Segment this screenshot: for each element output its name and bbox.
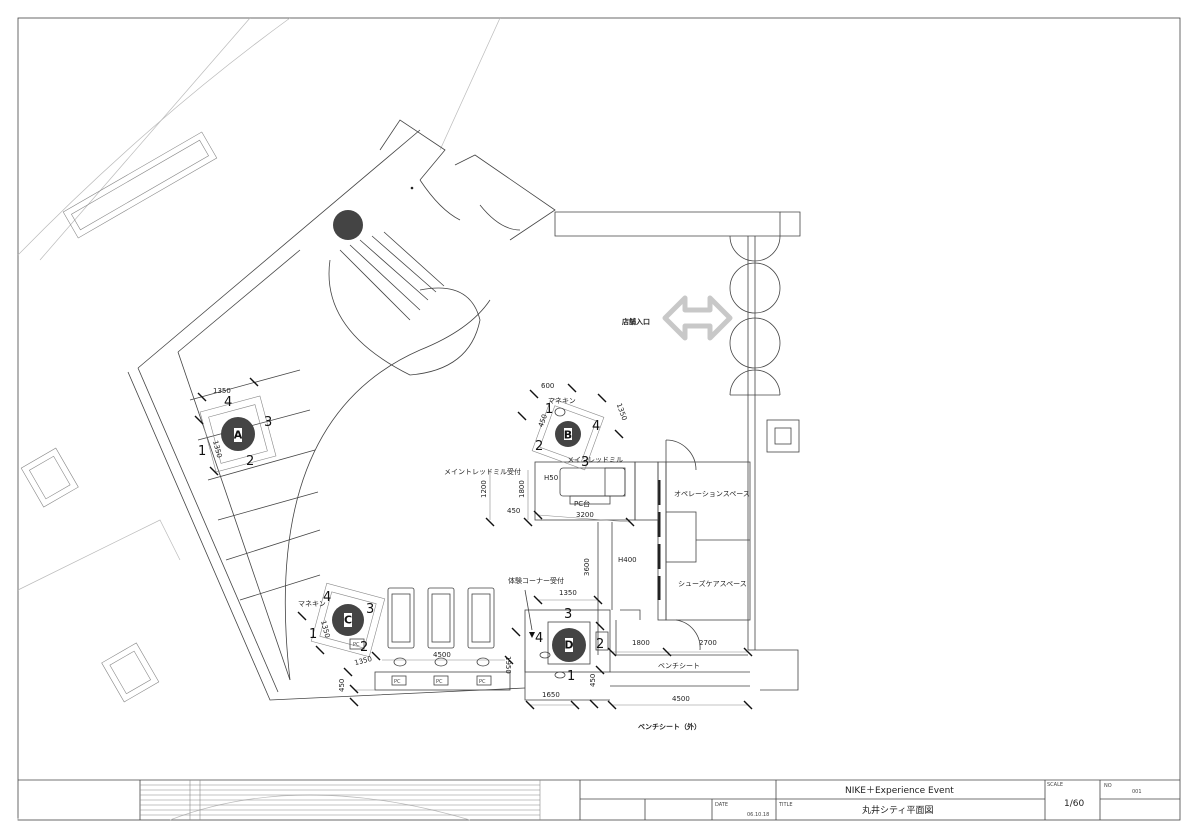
dim-d-3600: 3600 [583, 558, 591, 576]
dim-c-1350: 1350 [319, 620, 331, 639]
title-block-hatch [140, 780, 541, 820]
pc-stand-label: PC台 [574, 499, 590, 508]
experience-reception-label: 体験コーナー受付 [508, 576, 564, 585]
mannequin-c-label: マネキン [298, 600, 326, 608]
pc1-label: PC [394, 679, 401, 685]
dim-d-1800: 1800 [632, 639, 650, 647]
station-c: C [310, 582, 386, 658]
treadmill-row [374, 587, 511, 691]
drawing-border [17, 17, 1181, 821]
building-walls [127, 119, 801, 701]
experience-room [524, 589, 611, 679]
dim-b-3200: 3200 [576, 511, 594, 519]
no-label: NO [1104, 783, 1112, 789]
dim-d-2700: 2700 [699, 639, 717, 647]
dim-a-side: 1350 [211, 440, 223, 459]
station-c-label: C [344, 614, 352, 627]
no-value: 001 [1132, 789, 1142, 795]
h50-label: H50 [544, 474, 558, 482]
entrance-label: 店舗入口 [622, 317, 650, 326]
cam-b4: 4 [592, 419, 600, 434]
station-a: A [199, 395, 277, 473]
dim-d-450: 450 [589, 674, 597, 687]
site-background-lines [17, 17, 501, 821]
dim-d-4500: 4500 [672, 695, 690, 703]
cam-c3: 3 [366, 602, 374, 617]
main-treadmill-area [534, 461, 659, 521]
title-label: TITLE [778, 802, 793, 808]
shoes-care-space-label: シューズケアスペース [678, 579, 747, 588]
station-d: D [552, 628, 586, 662]
main-treadmill-label: メインレッドミル [567, 456, 623, 464]
dim-b-450b: 450 [507, 507, 520, 515]
treadmill-reception-label: メイントレッドミル受付 [444, 467, 521, 476]
column-marker [333, 210, 363, 240]
pc-c-label: PC [353, 642, 360, 648]
dim-b-600: 600 [541, 382, 554, 390]
dimension-lines [194, 377, 753, 710]
dim-c-4500: 4500 [433, 651, 451, 659]
station-d-label: D [564, 639, 573, 652]
cam-a3: 3 [264, 415, 272, 430]
cam-b3: 3 [581, 455, 589, 470]
entrance-doors [729, 235, 800, 453]
operation-space-label: オペレーションスペース [674, 490, 750, 498]
bench-seat-label: ベンチシート [658, 662, 700, 670]
cam-c1: 1 [309, 627, 317, 642]
street-outlines [20, 131, 218, 703]
dim-a-top: 1350 [213, 387, 231, 395]
dim-b-1800: 1800 [518, 480, 526, 498]
dim-b-1200: 1200 [480, 480, 488, 498]
cam-b1: 1 [545, 402, 553, 417]
cam-d3: 3 [564, 607, 572, 622]
service-area [597, 439, 751, 656]
title-block: NIKE＋Experience Event TITLE 丸井シティ平面図 DAT… [18, 779, 1180, 820]
cam-d1: 1 [567, 669, 575, 684]
cam-a2: 2 [246, 454, 254, 469]
event-name: NIKE＋Experience Event [845, 785, 954, 796]
cam-c4: 4 [323, 590, 331, 605]
cam-b2: 2 [535, 439, 543, 454]
bench-seat-outside-label: ベンチシート（外） [638, 722, 701, 731]
cam-d2: 2 [596, 637, 604, 652]
cam-a1: 1 [198, 444, 206, 459]
station-b: B [531, 397, 605, 471]
date-label: DATE [715, 802, 728, 808]
dim-c-450: 450 [338, 679, 346, 692]
dim-d-1950: 1950 [504, 656, 512, 674]
scale-label: SCALE [1047, 782, 1063, 788]
dim-b-1350: 1350 [615, 402, 629, 421]
drawing-title: 丸井シティ平面図 [862, 804, 933, 816]
dim-d-1350: 1350 [559, 589, 577, 597]
date-value: 06.10.18 [747, 812, 769, 818]
pc2-label: PC [436, 679, 443, 685]
h400-label: H400 [618, 556, 637, 564]
dim-d-1650: 1650 [542, 691, 560, 699]
cam-c2: 2 [360, 640, 368, 655]
dim-c-1350b: 1350 [354, 655, 373, 667]
mannequin-b-label: マネキン [548, 397, 576, 405]
cam-a4: 4 [224, 395, 232, 410]
scale-value: 1/60 [1064, 799, 1084, 809]
cam-d4: 4 [535, 631, 543, 646]
double-arrow-icon [662, 295, 733, 341]
station-b-label: B [564, 429, 572, 442]
pc3-label: PC [479, 679, 486, 685]
station-a-label: A [234, 429, 243, 442]
